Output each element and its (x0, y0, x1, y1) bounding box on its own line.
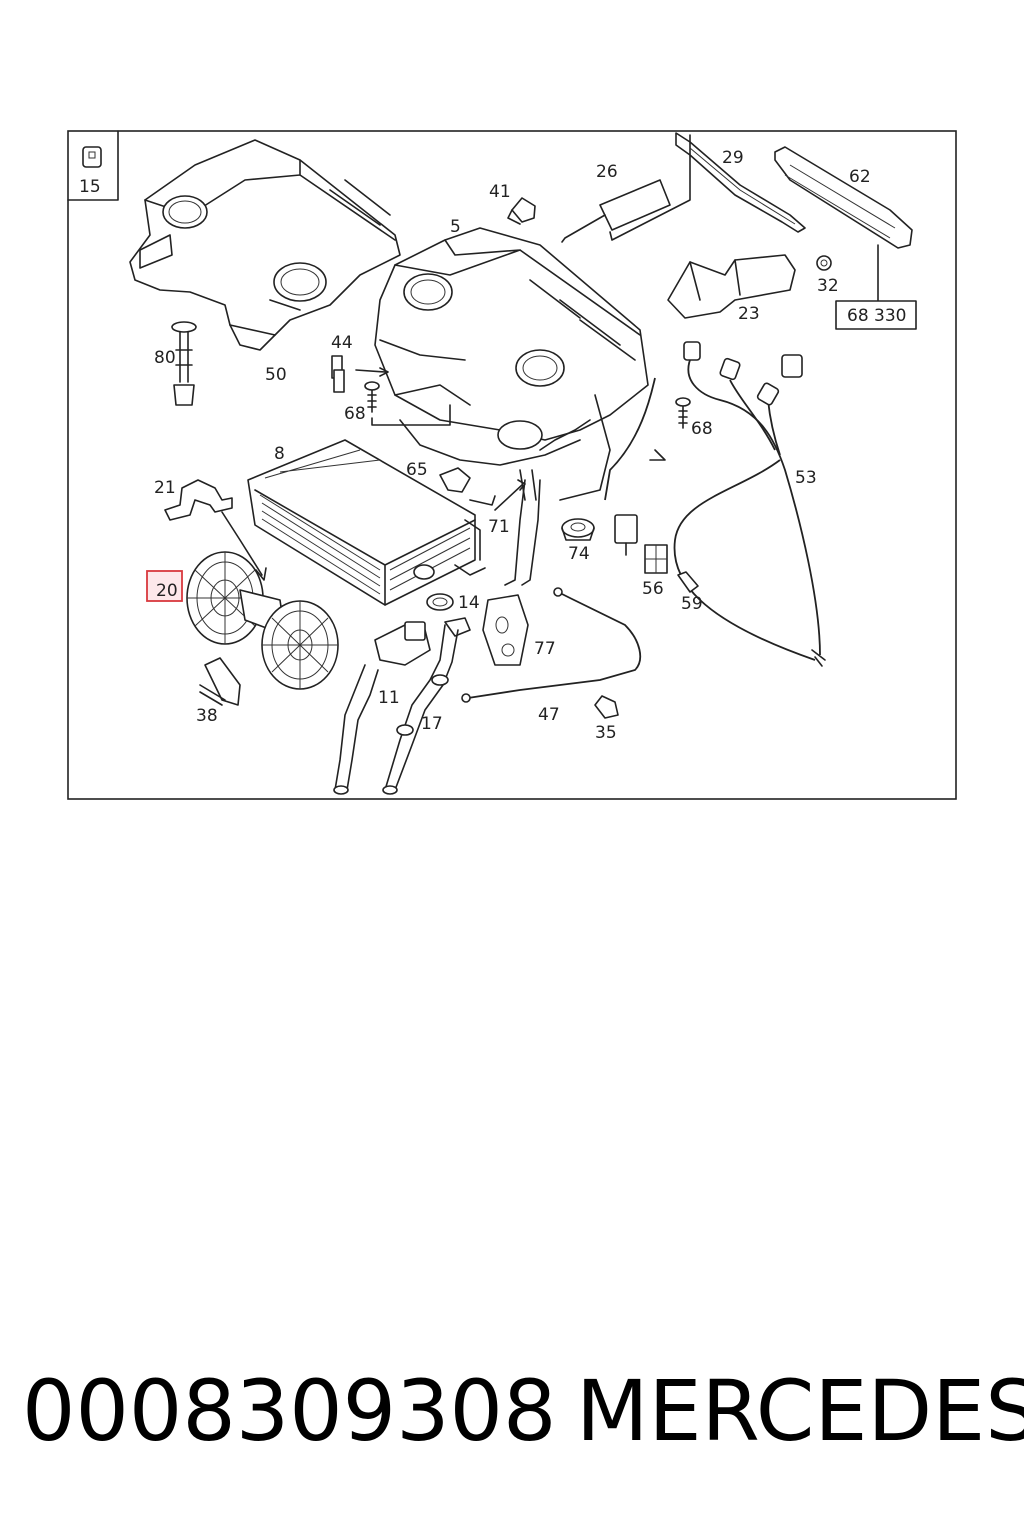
part-8-heat-exchanger (247, 439, 486, 606)
part-56-switch (644, 544, 668, 574)
part-15-box (67, 130, 119, 201)
part-41-clip (507, 197, 536, 225)
part-11-valve (333, 621, 431, 795)
label-62: 62 (849, 167, 871, 187)
label-65: 65 (406, 460, 428, 480)
part-29-seal (675, 132, 806, 233)
label-44: 44 (331, 333, 353, 353)
label-11: 11 (378, 688, 400, 708)
label-56: 56 (642, 579, 664, 599)
part-68-screw-right (649, 397, 691, 461)
label-29: 29 (722, 148, 744, 168)
part-68-screw-left (364, 381, 451, 426)
label-8: 8 (274, 444, 285, 464)
part-35-clip (594, 695, 619, 719)
label-59: 59 (681, 594, 703, 614)
part-50-duct (129, 139, 401, 351)
label-32: 32 (817, 276, 839, 296)
part-38-resistor (199, 657, 241, 706)
part-23-flap (667, 254, 796, 319)
label-74: 74 (568, 544, 590, 564)
part-65-clip (439, 467, 471, 493)
part-connector (614, 514, 638, 556)
label-53: 53 (795, 468, 817, 488)
label-21: 21 (154, 478, 176, 498)
part-number: 0008309308 (22, 1362, 557, 1460)
label-41: 41 (489, 182, 511, 202)
part-71-pipes (469, 419, 591, 586)
part-32-nut (816, 255, 832, 271)
part-74-grommet (561, 518, 595, 541)
part-68330-box (835, 300, 917, 330)
label-35: 35 (595, 723, 617, 743)
label-71: 71 (488, 517, 510, 537)
label-68330: 68 330 (847, 306, 906, 326)
label-15: 15 (79, 177, 101, 197)
label-38: 38 (196, 706, 218, 726)
brand-name: MERCEDES (576, 1362, 1024, 1460)
part-17-pipe (382, 624, 459, 795)
label-47: 47 (538, 705, 560, 725)
part-59-clip (677, 571, 699, 593)
part-26-flap (561, 134, 691, 243)
part-5-housing (374, 227, 649, 501)
label-68-left: 68 (344, 404, 366, 424)
part-62-duct (774, 146, 913, 303)
label-26: 26 (596, 162, 618, 182)
label-68-right: 68 (691, 419, 713, 439)
part-21-bracket (164, 479, 267, 581)
label-80: 80 (154, 348, 176, 368)
part-53-harness (604, 341, 826, 667)
part-47-cable (461, 587, 642, 703)
label-77: 77 (534, 639, 556, 659)
part-14-seal (426, 593, 471, 637)
part-80-plug (171, 321, 197, 406)
part-77-valve (482, 594, 529, 666)
label-14: 14 (458, 593, 480, 613)
diagram-frame (67, 130, 957, 800)
label-50: 50 (265, 365, 287, 385)
label-20: 20 (156, 581, 178, 601)
part-20-highlight (146, 570, 183, 602)
part-44-clips (331, 355, 389, 393)
label-23: 23 (738, 304, 760, 324)
part-20-blower (186, 551, 339, 690)
label-5: 5 (450, 217, 461, 237)
label-17: 17 (421, 714, 443, 734)
